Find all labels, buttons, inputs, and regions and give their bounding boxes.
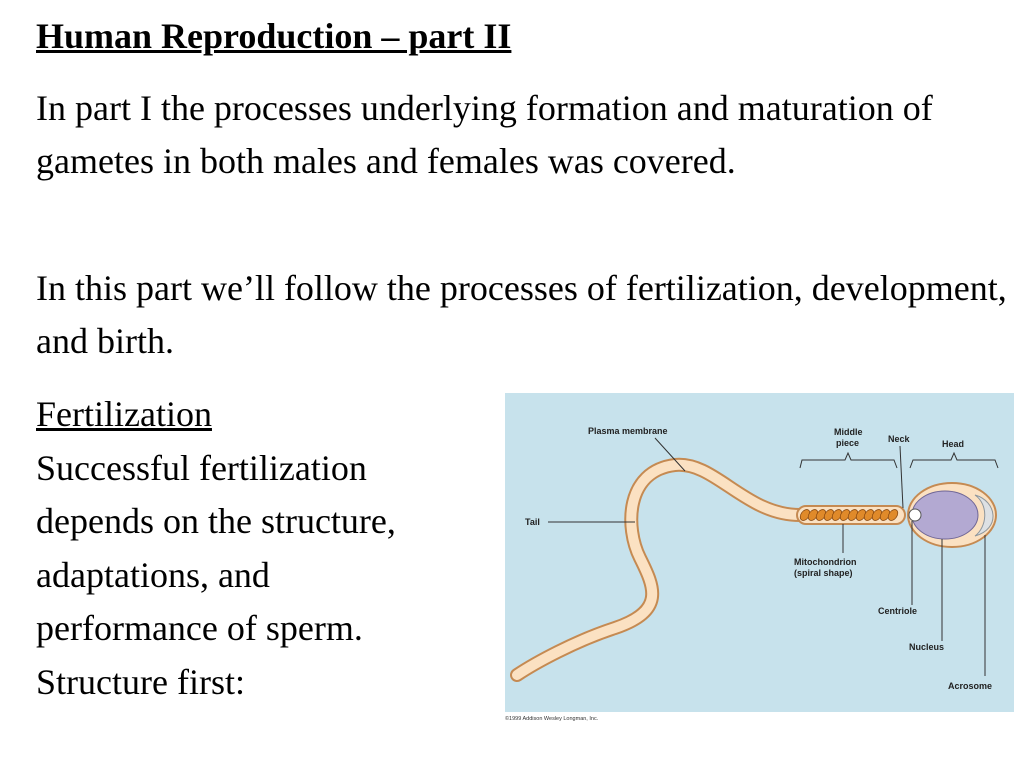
sperm-tail-fill [512, 459, 805, 680]
body-line: depends on the structure, [36, 501, 396, 541]
body-line: performance of sperm. [36, 608, 363, 648]
centriole [908, 508, 922, 522]
body-line: Successful fertilization [36, 447, 367, 488]
label-middle-line1: Middle [834, 427, 863, 437]
mitochondrion-spiral [799, 509, 899, 521]
label-nucleus: Nucleus [909, 642, 944, 652]
sperm-structure-diagram: Plasma membrane Middle piece Neck Head T… [505, 393, 1014, 712]
sperm-tail [510, 457, 807, 682]
nucleus [911, 490, 979, 540]
label-plasma-membrane: Plasma membrane [588, 426, 668, 436]
label-mitochondrion-line2: (spiral shape) [794, 568, 853, 578]
overview-paragraph: In this part we’ll follow the processes … [36, 268, 1007, 361]
sperm-diagram-svg: Plasma membrane Middle piece Neck Head T… [510, 426, 999, 691]
intro-paragraph: In part I the processes underlying forma… [36, 88, 933, 181]
label-neck: Neck [888, 434, 911, 444]
acrosome [974, 494, 994, 537]
label-centriole: Centriole [878, 606, 917, 616]
label-mitochondrion-line1: Mitochondrion [794, 557, 857, 567]
slide-title: Human Reproduction – part II [36, 16, 512, 56]
figure-credit: ©1999 Addison Wesley Longman, Inc. [505, 716, 599, 722]
label-tail: Tail [525, 517, 540, 527]
fertilization-section: Fertilization Successful fertilization d… [36, 388, 506, 709]
label-leaders [548, 437, 999, 676]
label-head: Head [942, 439, 964, 449]
section-heading: Fertilization [36, 394, 212, 434]
body-line: adaptations, and [36, 554, 270, 595]
body-line: Structure first: [36, 661, 245, 702]
label-middle-line2: piece [836, 438, 859, 448]
label-acrosome: Acrosome [948, 681, 992, 691]
